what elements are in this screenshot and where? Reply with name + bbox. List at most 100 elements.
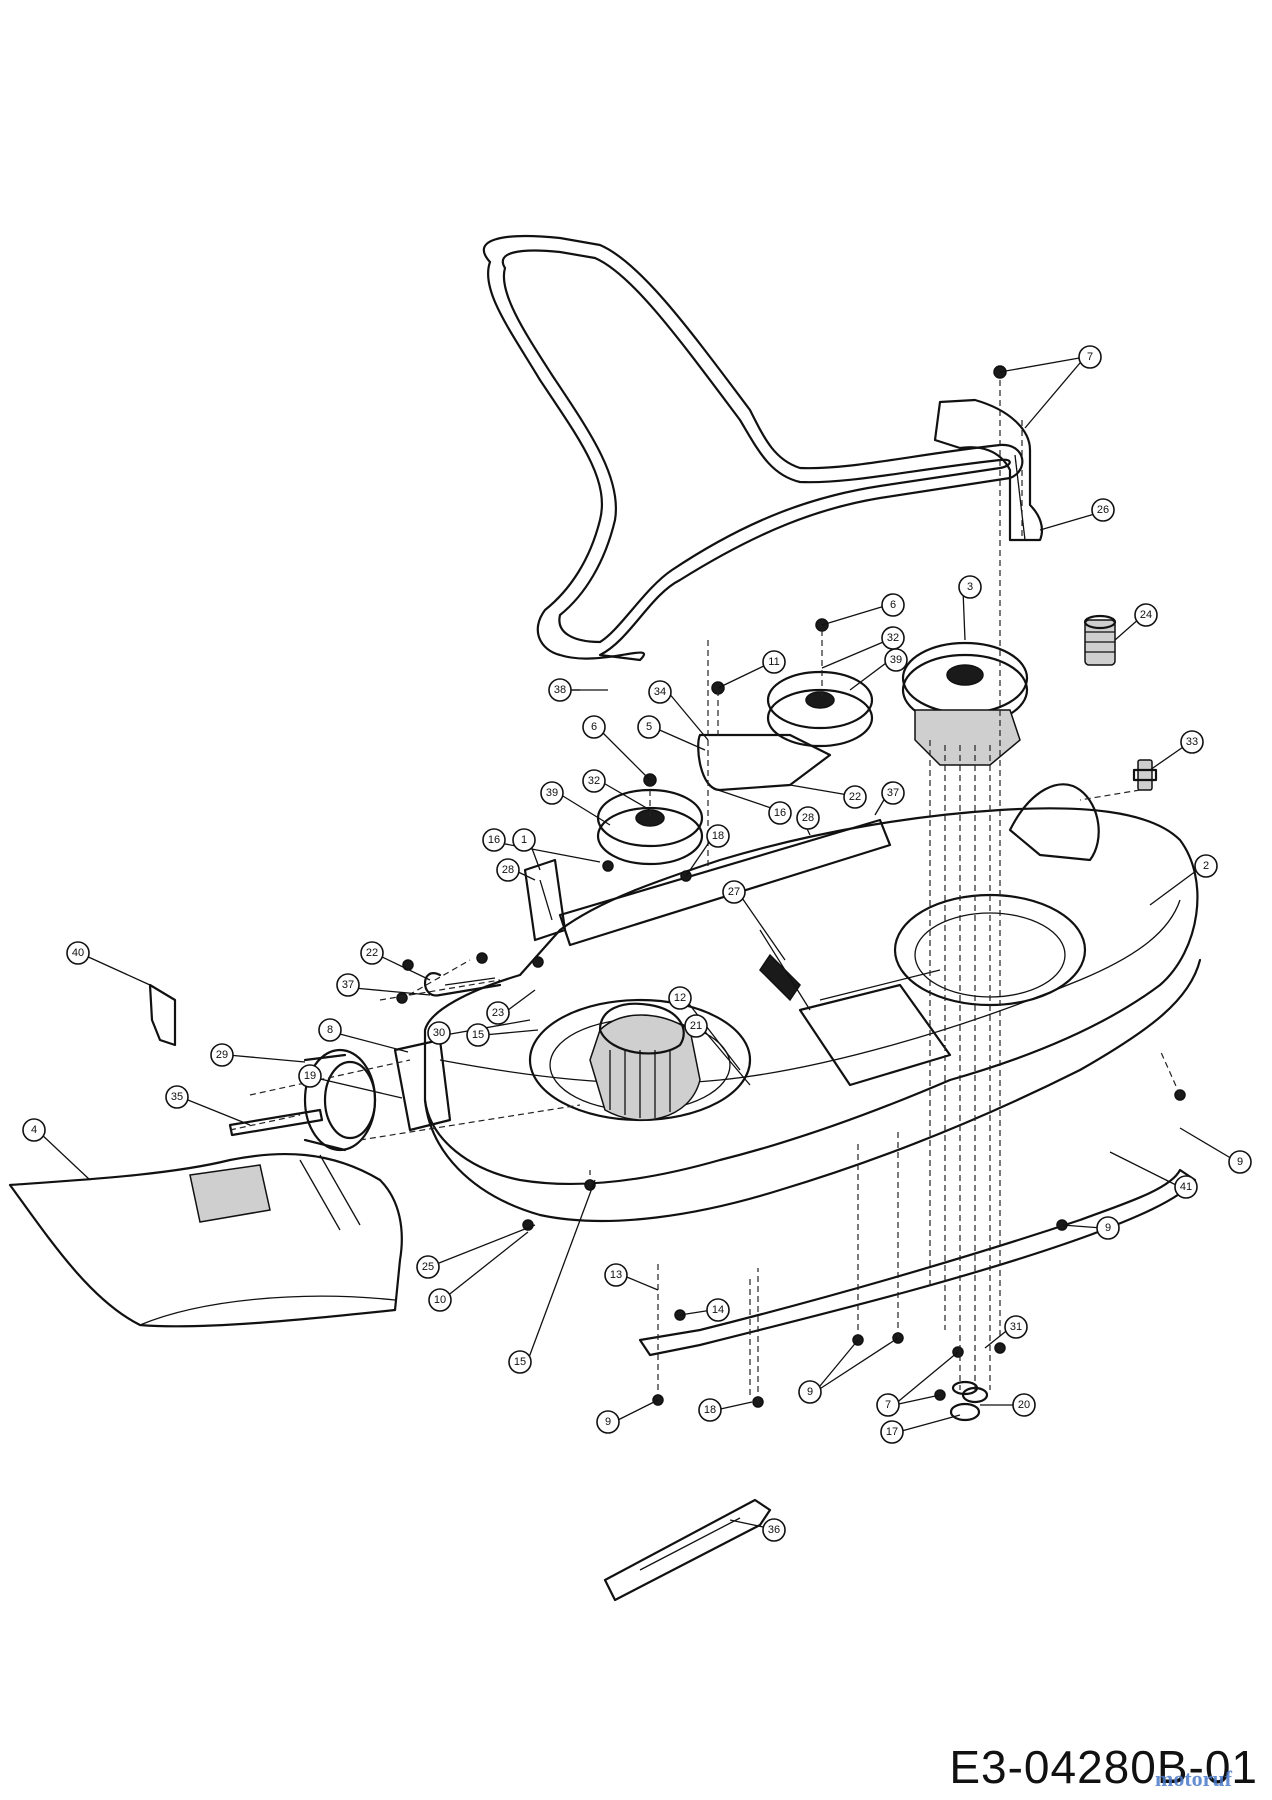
document-id: E3-04280B-01 <box>949 1741 1258 1793</box>
callout: 20 <box>980 1393 1036 1417</box>
small-bracket <box>148 983 177 1047</box>
svg-text:32: 32 <box>588 775 600 787</box>
j-bolt <box>424 972 502 997</box>
callout: 34 <box>648 680 709 741</box>
callout: 23 <box>486 989 536 1025</box>
callout: 22 <box>789 784 867 809</box>
svg-text:35: 35 <box>171 1091 183 1103</box>
svg-text:1: 1 <box>521 834 527 846</box>
callout: 3 <box>958 575 982 641</box>
svg-text:30: 30 <box>433 1027 445 1039</box>
svg-text:8: 8 <box>327 1024 333 1036</box>
callout: 25 <box>416 1224 536 1279</box>
callout: 24 <box>1114 603 1158 641</box>
pivot-bracket <box>523 858 567 942</box>
callout: 9 <box>798 1337 899 1404</box>
svg-text:4: 4 <box>31 1124 37 1136</box>
left-spindle-housing <box>589 1002 701 1121</box>
wheel-bracket <box>393 1038 452 1132</box>
callout: 17 <box>880 1414 961 1444</box>
callout: 30 <box>427 1019 531 1045</box>
callout: 1 <box>512 828 541 871</box>
callout: 6 <box>821 593 905 626</box>
callout: 7 <box>876 1351 959 1417</box>
mower-deck <box>423 783 1202 1223</box>
belt-guard-bracket <box>933 398 1044 542</box>
callout: 6 <box>582 715 651 781</box>
svg-text:6: 6 <box>591 721 597 733</box>
svg-text:15: 15 <box>472 1029 484 1041</box>
svg-text:16: 16 <box>488 834 500 846</box>
callout: 2 <box>1149 854 1218 906</box>
svg-text:18: 18 <box>712 830 724 842</box>
callout: 27 <box>722 880 786 961</box>
svg-text:24: 24 <box>1140 609 1152 621</box>
callout: 18 <box>698 1398 753 1422</box>
svg-text:38: 38 <box>554 684 566 696</box>
callout: 9 <box>1179 1127 1252 1174</box>
spindle-sleeve <box>1083 614 1117 666</box>
drive-belt <box>482 235 1024 662</box>
svg-text:9: 9 <box>605 1416 611 1428</box>
axle-bolt <box>228 1108 324 1137</box>
svg-text:34: 34 <box>654 686 666 698</box>
svg-text:2: 2 <box>1203 860 1209 872</box>
svg-text:5: 5 <box>646 721 652 733</box>
svg-text:20: 20 <box>1018 1399 1030 1411</box>
callout: 32 <box>582 769 651 811</box>
svg-text:39: 39 <box>546 787 558 799</box>
svg-text:27: 27 <box>728 886 740 898</box>
callout: 8 <box>318 1018 409 1053</box>
svg-text:28: 28 <box>802 812 814 824</box>
callout: 15 <box>508 1179 596 1374</box>
svg-text:9: 9 <box>1105 1222 1111 1234</box>
assembly-guide-lines <box>229 380 1181 1402</box>
callout: 37 <box>336 973 431 997</box>
svg-text:13: 13 <box>610 1269 622 1281</box>
callout: 9 <box>1061 1216 1120 1240</box>
callout: 41 <box>1109 1151 1198 1199</box>
svg-text:18: 18 <box>704 1404 716 1416</box>
svg-text:10: 10 <box>434 1294 446 1306</box>
svg-text:7: 7 <box>1087 351 1093 363</box>
svg-text:11: 11 <box>768 656 779 668</box>
svg-text:28: 28 <box>502 864 514 876</box>
svg-text:17: 17 <box>886 1426 898 1438</box>
callout: 9 <box>596 1399 659 1434</box>
callout: 10 <box>428 1231 529 1312</box>
callout: 39 <box>849 648 908 691</box>
svg-text:26: 26 <box>1097 504 1109 516</box>
callout: 22 <box>360 941 431 981</box>
svg-text:25: 25 <box>422 1261 434 1273</box>
discharge-chute <box>8 1152 403 1328</box>
callout: 14 <box>679 1298 730 1322</box>
svg-text:15: 15 <box>514 1356 526 1368</box>
svg-text:6: 6 <box>890 599 896 611</box>
svg-text:9: 9 <box>807 1386 813 1398</box>
svg-text:9: 9 <box>1237 1156 1243 1168</box>
svg-text:36: 36 <box>768 1524 780 1536</box>
mower-blade <box>603 1498 772 1602</box>
svg-text:3: 3 <box>967 581 973 593</box>
callout: 28 <box>796 806 820 836</box>
callout: 38 <box>548 678 608 702</box>
grease-fitting <box>1132 759 1158 791</box>
callout: 29 <box>210 1043 306 1067</box>
deck-trim-cover <box>638 1168 1197 1357</box>
svg-text:37: 37 <box>342 979 354 991</box>
callout: 36 <box>729 1518 786 1542</box>
svg-text:19: 19 <box>304 1070 316 1082</box>
svg-text:21: 21 <box>690 1020 702 1032</box>
svg-text:22: 22 <box>366 947 378 959</box>
callout: 33 <box>1149 730 1204 771</box>
callout: 21 <box>684 1014 751 1086</box>
tension-spring <box>759 929 811 1011</box>
callout: 16 <box>717 789 792 825</box>
callout: 19 <box>298 1064 403 1099</box>
callout: 15 <box>466 1023 539 1047</box>
svg-text:22: 22 <box>849 791 861 803</box>
svg-text:29: 29 <box>216 1049 228 1061</box>
callout: 40 <box>66 941 151 986</box>
callout: 5 <box>637 715 706 751</box>
